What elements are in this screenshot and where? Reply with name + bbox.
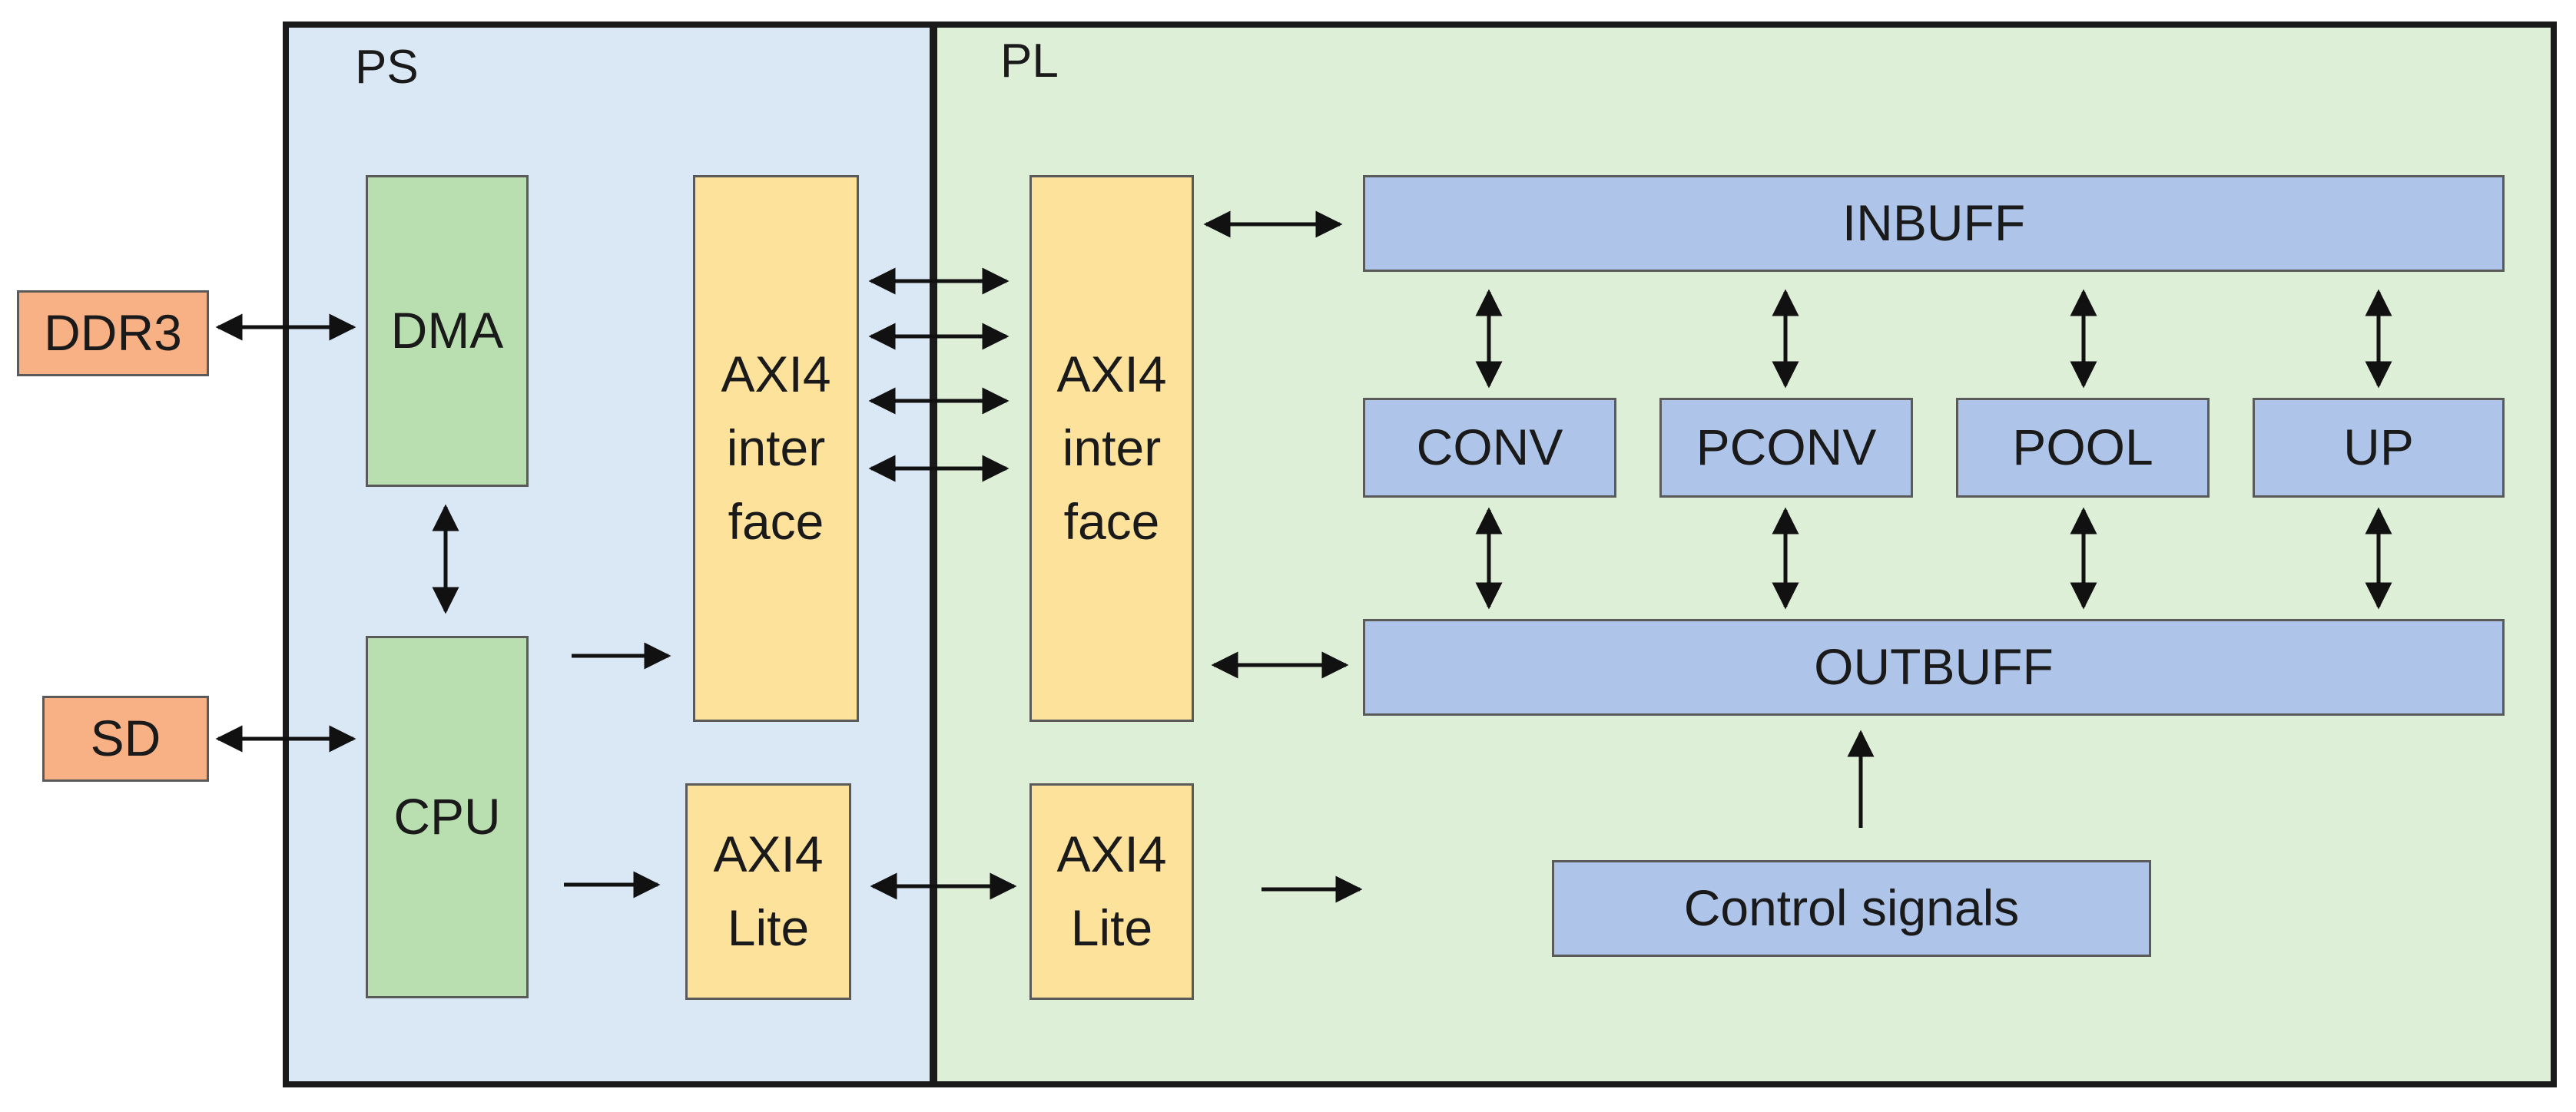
pl-label: PL bbox=[1000, 35, 1059, 88]
pl-axi4-interface-block: AXI4 inter face bbox=[1029, 175, 1194, 722]
ps-axi4-interface-block: AXI4 inter face bbox=[693, 175, 859, 722]
ddr3-block: DDR3 bbox=[17, 290, 209, 376]
pool-block: POOL bbox=[1956, 398, 2210, 498]
pl-axi4-lite-block: AXI4 Lite bbox=[1029, 783, 1194, 1000]
conv-block: CONV bbox=[1363, 398, 1616, 498]
up-block: UP bbox=[2253, 398, 2505, 498]
ps-axi4-lite-block: AXI4 Lite bbox=[685, 783, 851, 1000]
pconv-block: PCONV bbox=[1659, 398, 1913, 498]
sd-block: SD bbox=[42, 696, 209, 782]
outbuff-block: OUTBUFF bbox=[1363, 619, 2505, 716]
dma-block: DMA bbox=[366, 175, 529, 487]
inbuff-block: INBUFF bbox=[1363, 175, 2505, 272]
cpu-block: CPU bbox=[366, 636, 529, 998]
control-signals-block: Control signals bbox=[1552, 860, 2151, 957]
ps-label: PS bbox=[355, 41, 419, 94]
